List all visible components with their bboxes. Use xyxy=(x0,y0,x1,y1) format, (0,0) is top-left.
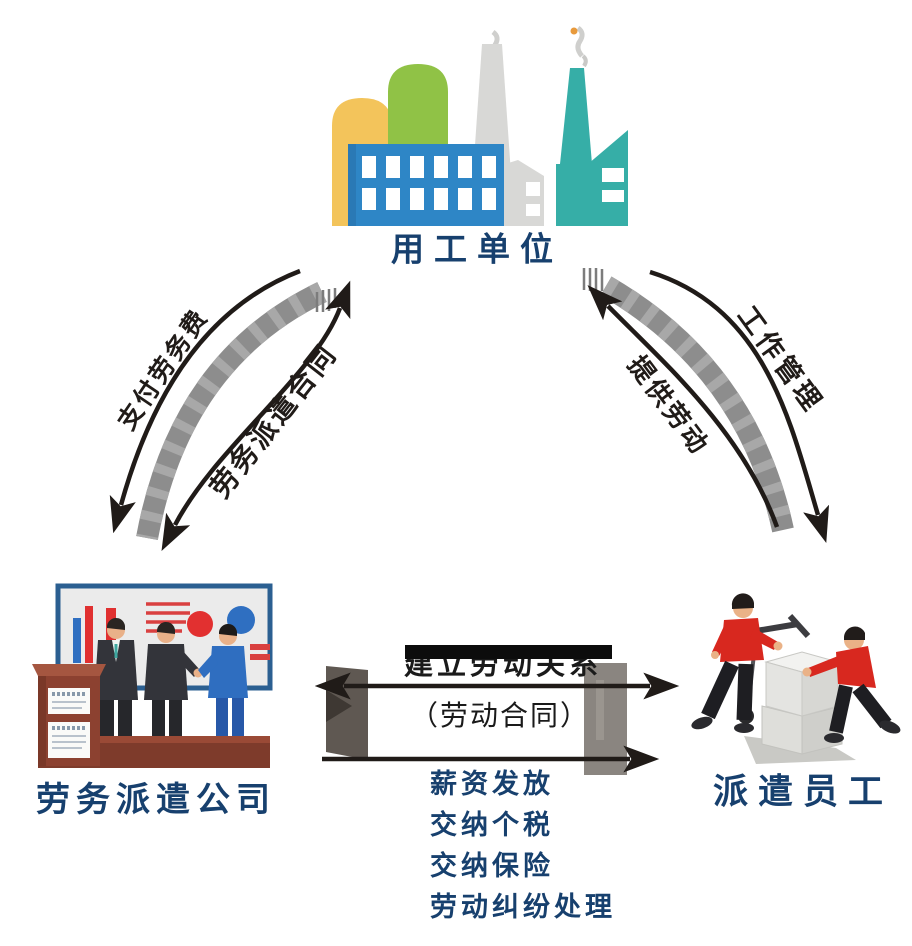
arrow-dispatch-contract xyxy=(161,280,351,551)
arrow-work-management xyxy=(649,269,830,544)
smoke-right xyxy=(575,26,585,58)
teal-chimney xyxy=(560,68,592,164)
blue-building xyxy=(348,144,504,226)
employer-label: 用工单位 xyxy=(391,229,563,269)
duty-item: 薪资发放 xyxy=(430,769,554,800)
worker-right xyxy=(802,626,901,743)
orange-accent xyxy=(570,27,578,35)
office-meeting-illustration xyxy=(32,583,273,768)
labor-contract-label: （劳动合同） xyxy=(409,699,591,732)
duty-item: 劳动纠纷处理 xyxy=(430,892,616,923)
workers-label: 派遣员工 xyxy=(713,772,894,813)
agency-duties-list: 薪资发放 交纳个税 交纳保险 劳动纠纷处理 xyxy=(430,764,616,928)
shadow-arc-right xyxy=(582,268,794,533)
gray-chimney xyxy=(473,44,511,174)
person-dark-suit-1 xyxy=(94,617,138,746)
agency-label: 劳务派遣公司 xyxy=(36,780,276,820)
duty-item: 交纳个税 xyxy=(430,810,554,841)
arrow-provide-labor xyxy=(587,285,780,528)
person-dark-suit-2 xyxy=(144,621,203,744)
shadow-bar-left xyxy=(326,666,368,760)
factory-illustration xyxy=(332,26,628,226)
podium xyxy=(32,664,106,766)
black-highlight-bar xyxy=(405,645,612,659)
worker-left xyxy=(691,593,783,733)
workers-moving-boxes-illustration xyxy=(691,593,901,764)
duty-item: 交纳保险 xyxy=(430,851,554,882)
person-blue-suit xyxy=(198,623,248,748)
